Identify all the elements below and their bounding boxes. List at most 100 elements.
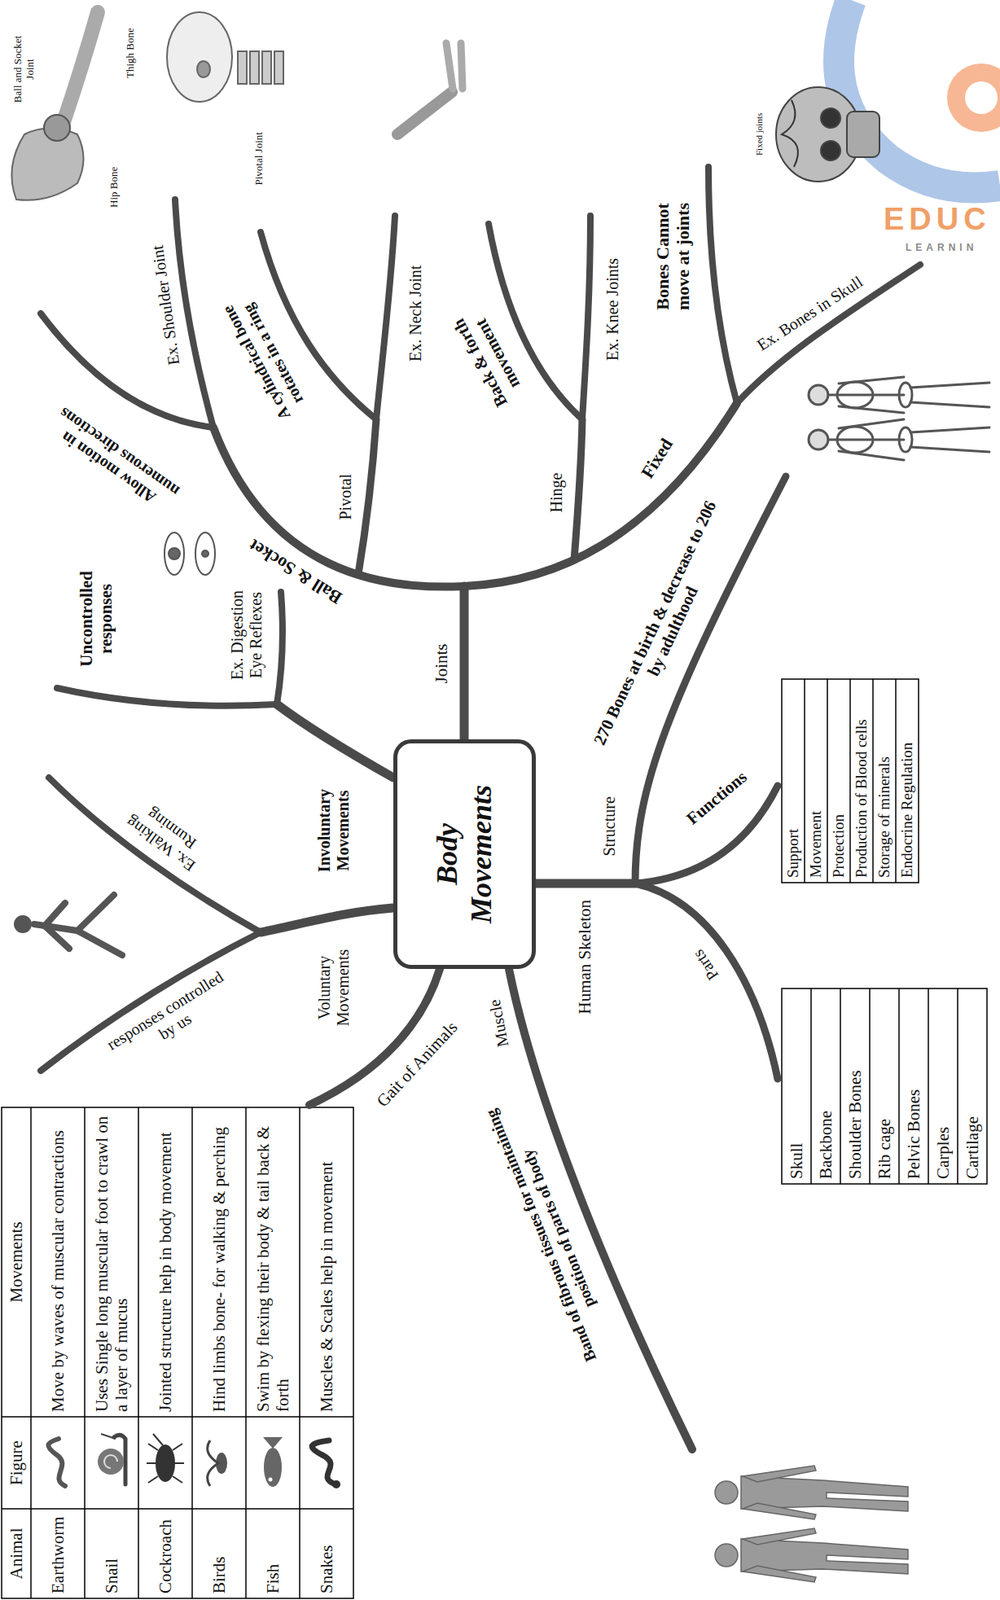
- table-cell: Uses Single long muscular foot to crawl …: [84, 1107, 139, 1417]
- fish-icon: [263, 1437, 283, 1449]
- walking-man-picture: [34, 924, 78, 931]
- snail-icon: [100, 1434, 116, 1439]
- skull-picture: [781, 100, 799, 167]
- table-cell: Rib cage: [869, 988, 900, 1185]
- branch-label: Joints: [431, 643, 452, 684]
- picture-label: Ball and Socket Joint: [12, 24, 37, 115]
- cockroach-icon: [146, 1434, 185, 1483]
- functions-table-grid: [803, 679, 806, 883]
- skeleton-picture: [837, 426, 873, 453]
- muscle-figure-picture: [714, 1465, 908, 1583]
- mind-map-branch: [460, 586, 470, 740]
- eye-picture: [201, 550, 209, 558]
- earthworm-icon: [48, 1438, 66, 1487]
- pivot-joint-picture: [197, 61, 211, 78]
- branch-label: Parts: [688, 946, 722, 984]
- parts-table-grid: [956, 988, 959, 1185]
- snail-icon: [97, 1448, 124, 1475]
- earthworm-icon: [48, 1438, 66, 1487]
- snail-icon: [97, 1434, 126, 1485]
- table-cell: Birds: [192, 1508, 246, 1599]
- mind-map-branch: [582, 215, 591, 420]
- table-cell: Backbone: [811, 988, 841, 1185]
- picture-label: Hip Bone: [108, 166, 121, 208]
- parts-table-grid: [781, 988, 987, 1185]
- mind-map-branch: [358, 419, 377, 575]
- skeleton-picture: [828, 438, 904, 442]
- skeleton-picture: [838, 377, 904, 384]
- mind-map-branch: [276, 704, 394, 778]
- eye-picture: [164, 532, 185, 575]
- pivot-joint-picture: [250, 51, 259, 84]
- pivot-joint-picture: [262, 51, 272, 84]
- mind-map-branch: [635, 883, 778, 1079]
- branch-label: Ex. Neck Joint: [406, 265, 426, 362]
- functions-table-grid: [872, 679, 874, 883]
- animal-table-grid: [298, 1107, 301, 1599]
- animal-table-grid: [30, 1107, 32, 1599]
- skull-picture: [846, 111, 880, 158]
- branch-label: Involuntary Movements: [315, 781, 353, 880]
- walking-man-picture: [13, 915, 32, 934]
- walking-man-picture: [44, 903, 66, 926]
- animal-table-grid: [137, 1107, 140, 1599]
- hip-joint-picture: [43, 114, 71, 141]
- table-cell: Hind limbs bone- for walking & perching: [192, 1107, 246, 1417]
- pivot-joint-picture: [166, 12, 233, 102]
- walking-man-picture: [77, 894, 115, 931]
- branch-label: Fixed: [635, 434, 676, 483]
- skeleton-picture: [808, 429, 829, 450]
- table-cell: Muscles & Scales help in movement: [299, 1107, 354, 1417]
- branch-label: Back & forth movement: [444, 298, 533, 418]
- mind-map-branch: [276, 592, 283, 705]
- skeleton-picture: [910, 382, 990, 388]
- mind-map-branch: [48, 777, 261, 933]
- mind-map-branch: [40, 166, 921, 1450]
- branch-label: Human Skeleton: [574, 899, 595, 1015]
- functions-table-grid: [781, 679, 919, 883]
- bird-icon: [207, 1440, 228, 1487]
- table-cell: Snakes: [299, 1508, 354, 1599]
- eye-picture: [168, 548, 180, 560]
- fish-icon: [268, 1478, 273, 1483]
- skull-picture: [776, 87, 880, 182]
- table-cell: Jointed structure help in body movement: [138, 1107, 193, 1417]
- table-cell: Carples: [928, 988, 958, 1185]
- mind-map-branch: [736, 264, 921, 404]
- central-topic-box: Body Movements: [393, 739, 536, 970]
- table-cell: Shoulder Bones: [840, 988, 870, 1185]
- table-cell: Endocrine Regulation: [895, 679, 919, 883]
- parts-table-grid: [927, 988, 930, 1185]
- mind-map-branch: [175, 199, 214, 428]
- table-cell: Fish: [245, 1508, 300, 1599]
- hip-joint-picture: [63, 12, 98, 123]
- table-cell: Earthworm: [30, 1508, 85, 1599]
- animal-table-grid: [1, 1107, 354, 1599]
- branch-label: Gait of Animals: [372, 1017, 461, 1112]
- branch-label: Muscle: [484, 998, 513, 1049]
- table-cell: Movement: [804, 679, 828, 883]
- functions-table-grid: [849, 679, 851, 883]
- logo-text: EDUC: [883, 201, 992, 238]
- skeleton-picture: [899, 427, 913, 452]
- skeleton-picture: [838, 419, 904, 429]
- branch-label: Ex. Knee Joints: [603, 258, 623, 361]
- branch-label: Uncontrolled responses: [76, 561, 116, 676]
- logo-shape: [947, 63, 1000, 132]
- table-cell: Production of Blood cells: [850, 679, 873, 883]
- hip-joint-picture: [11, 128, 84, 201]
- table-cell: Figure: [1, 1416, 31, 1509]
- cockroach-icon: [148, 1476, 158, 1483]
- table-cell: Cartilage: [957, 988, 987, 1185]
- skeleton-picture: [899, 382, 913, 408]
- mind-map-branch: [535, 879, 636, 889]
- muscle-figure-picture: [714, 1543, 738, 1567]
- table-cell: Storage of minerals: [872, 679, 896, 883]
- mind-map-branch: [574, 419, 583, 561]
- muscle-figure-picture: [714, 1481, 738, 1505]
- cockroach-icon: [146, 1462, 158, 1465]
- elbow-picture: [460, 43, 463, 89]
- table-cell: Support: [781, 679, 805, 883]
- table-cell: Protection: [827, 679, 851, 883]
